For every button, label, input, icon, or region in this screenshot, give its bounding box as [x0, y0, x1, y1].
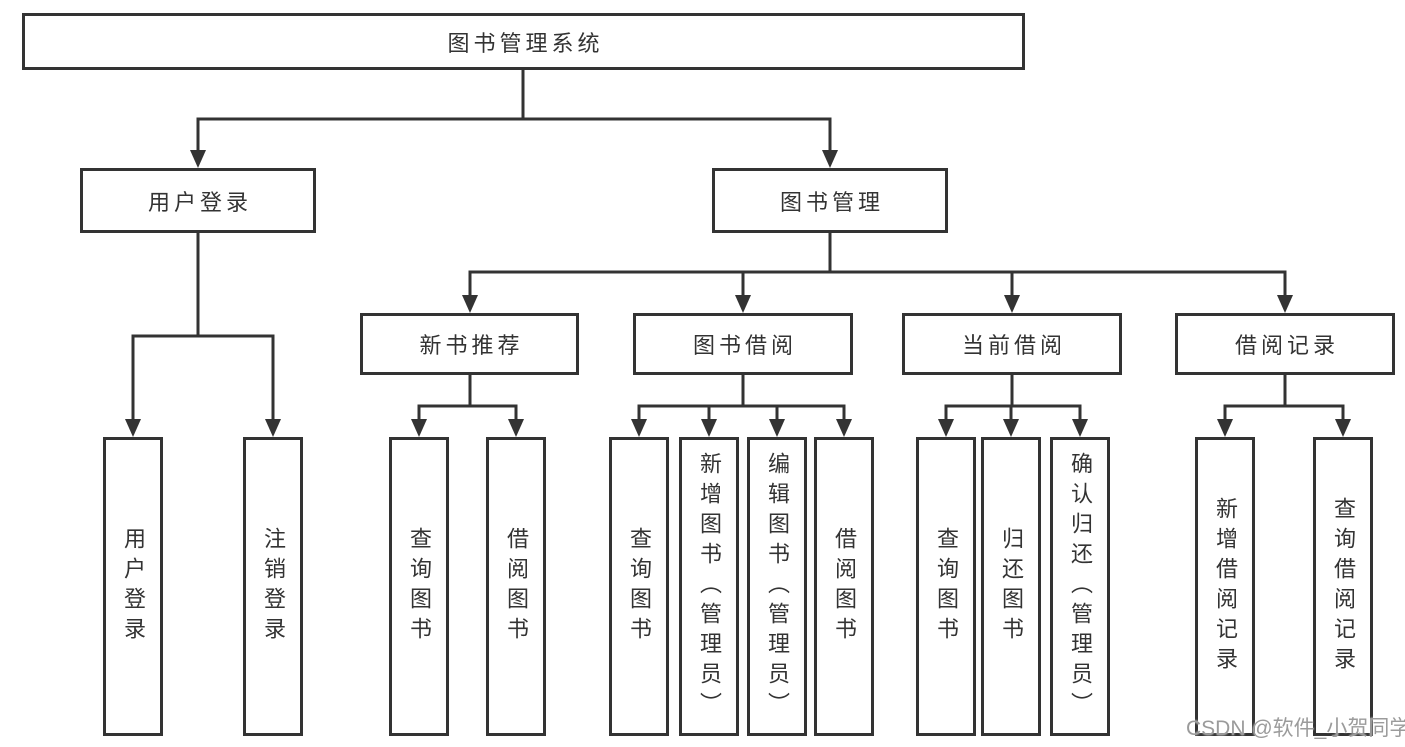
connector-new-book-to-leaves [411, 375, 524, 437]
connector-borrow-record-to-leaves [1217, 375, 1351, 437]
connector-book-mgmt-to-level3 [462, 233, 1293, 313]
leaf-nbr-borrow-book: 借阅图书 [486, 437, 546, 736]
leaf-bb-query-book-label: 查询图书 [627, 526, 652, 647]
leaf-cb-confirm-return-admin: 确认归还（管理员） [1050, 437, 1110, 736]
node-root-label: 图书管理系统 [447, 30, 604, 56]
node-book-management-label: 图书管理 [779, 189, 884, 215]
leaf-logout-label: 注销登录 [261, 526, 286, 647]
connector-current-borrow-to-leaves [938, 375, 1088, 437]
leaf-cb-query-book-label: 查询图书 [934, 526, 959, 647]
leaf-br-query-record-label: 查询借阅记录 [1331, 496, 1356, 677]
node-new-book-recommend: 新书推荐 [360, 313, 579, 375]
connector-book-borrow-to-leaves [631, 375, 852, 437]
connector-root-to-level2 [190, 70, 838, 168]
leaf-logout: 注销登录 [243, 437, 303, 736]
leaf-nbr-borrow-book-label: 借阅图书 [504, 526, 529, 647]
leaf-user-login-label: 用户登录 [121, 526, 146, 647]
leaf-cb-confirm-return-admin-label: 确认归还（管理员） [1068, 451, 1093, 722]
node-book-borrow-label: 图书借阅 [692, 333, 797, 358]
leaf-bb-borrow-book-label: 借阅图书 [832, 526, 857, 647]
leaf-user-login: 用户登录 [103, 437, 163, 736]
leaf-bb-add-book-admin-label: 新增图书（管理员） [697, 451, 722, 722]
node-root: 图书管理系统 [22, 13, 1025, 70]
leaf-br-query-record: 查询借阅记录 [1313, 437, 1373, 736]
leaf-bb-query-book: 查询图书 [609, 437, 669, 736]
leaf-br-add-record: 新增借阅记录 [1195, 437, 1255, 736]
node-book-borrow: 图书借阅 [633, 313, 853, 375]
node-current-borrow: 当前借阅 [902, 313, 1122, 375]
node-borrow-record: 借阅记录 [1175, 313, 1395, 375]
leaf-nbr-query-book-label: 查询图书 [407, 526, 432, 647]
connector-user-login-to-leaves [125, 233, 281, 437]
node-borrow-record-label: 借阅记录 [1234, 333, 1339, 358]
csdn-watermark: CSDN @软件_小贺同学 [1186, 717, 1405, 740]
leaf-cb-return-book-label: 归还图书 [999, 526, 1024, 647]
node-user-login-label: 用户登录 [147, 189, 252, 215]
node-book-management: 图书管理 [712, 168, 948, 233]
leaf-cb-query-book: 查询图书 [916, 437, 976, 736]
leaf-br-add-record-label: 新增借阅记录 [1213, 496, 1238, 677]
leaf-bb-borrow-book: 借阅图书 [814, 437, 874, 736]
node-current-borrow-label: 当前借阅 [961, 333, 1066, 358]
leaf-bb-add-book-admin: 新增图书（管理员） [679, 437, 739, 736]
node-new-book-recommend-label: 新书推荐 [419, 333, 524, 358]
leaf-nbr-query-book: 查询图书 [389, 437, 449, 736]
node-user-login: 用户登录 [80, 168, 316, 233]
leaf-bb-edit-book-admin: 编辑图书（管理员） [747, 437, 807, 736]
leaf-bb-edit-book-admin-label: 编辑图书（管理员） [765, 451, 790, 722]
leaf-cb-return-book: 归还图书 [981, 437, 1041, 736]
